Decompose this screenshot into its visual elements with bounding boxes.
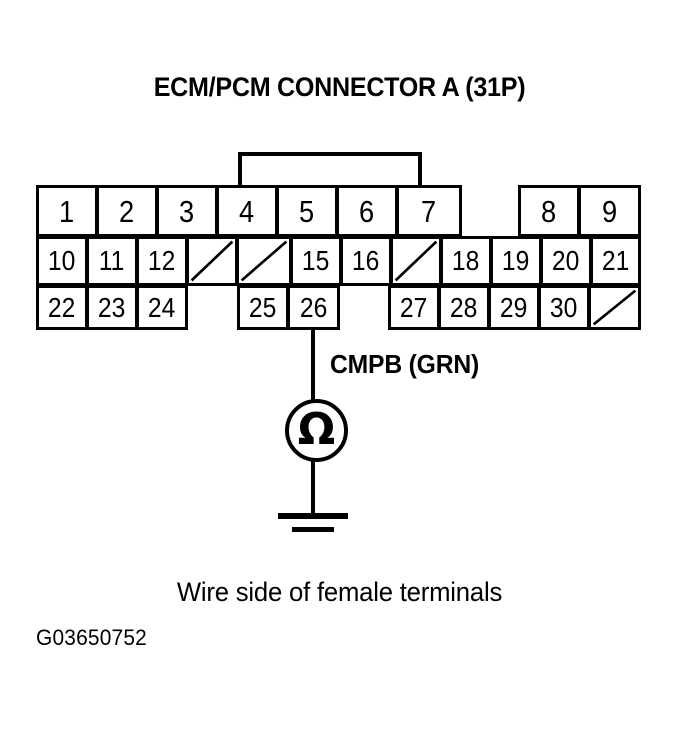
diagram-caption: Wire side of female terminals: [176, 577, 503, 607]
pin-label: 23: [98, 291, 126, 323]
pin-cell-26: 26: [287, 285, 340, 330]
diagram-title: ECM/PCM CONNECTOR A (31P): [153, 72, 526, 102]
pin-label: 20: [552, 245, 580, 276]
figure-reference-code: G03650752: [36, 625, 147, 650]
pin-label: 10: [48, 245, 76, 276]
pin-cell-blank-13: [186, 236, 238, 286]
pin-cell-2: 2: [96, 185, 158, 237]
pin-cell-6: 6: [336, 185, 398, 237]
pin-label: 2: [119, 193, 135, 229]
pin-label: 19: [502, 245, 530, 276]
pin-label: 21: [601, 245, 630, 276]
pin-cell-22: 22: [36, 285, 88, 330]
pin-cell-25: 25: [237, 285, 289, 330]
connector-latch-tab: [238, 152, 422, 188]
blank-slash-icon: [190, 240, 234, 282]
pin-label: 28: [450, 291, 478, 323]
pin-label: 4: [239, 193, 255, 229]
pin-label: 15: [302, 245, 330, 276]
pin-label: 25: [249, 291, 277, 323]
pin-cell-blank-31: [588, 285, 641, 330]
pin-label: 8: [541, 193, 557, 229]
pin-cell-5: 5: [276, 185, 338, 237]
pin-label: 12: [148, 245, 176, 276]
pin-label: 22: [48, 291, 76, 323]
pin-cell-7: 7: [396, 185, 462, 237]
pin-label: 11: [99, 245, 125, 276]
pin-cell-1: 1: [36, 185, 98, 237]
pin-cell-27: 27: [388, 285, 440, 330]
pin-cell-4: 4: [216, 185, 278, 237]
pin-label: 27: [400, 291, 428, 323]
pin-label: 18: [452, 245, 480, 276]
pin-cell-30: 30: [538, 285, 590, 330]
ground-lead-wire: [311, 460, 315, 515]
blank-slash-icon: [394, 240, 438, 282]
pin-cell-3: 3: [156, 185, 218, 237]
connector-pinout: 1 2 3 4 5 6 7 8 9 10 11: [0, 0, 679, 340]
ground-bar-large: [278, 513, 348, 519]
pin-label: 1: [59, 193, 75, 229]
wire-circuit-label: CMPB (GRN): [330, 349, 480, 379]
pin-cell-28: 28: [438, 285, 490, 330]
pin-label: 3: [179, 193, 195, 229]
pin-label: 9: [601, 193, 618, 229]
pin-cell-16: 16: [340, 236, 392, 286]
pin-cell-15: 15: [290, 236, 342, 286]
pin-cell-21: 21: [590, 236, 641, 286]
pin-cell-19: 19: [490, 236, 542, 286]
pin-cell-24: 24: [136, 285, 188, 330]
pin-label: 16: [352, 245, 380, 276]
pin-label: 7: [421, 193, 437, 229]
ohm-icon: Ω: [297, 403, 336, 455]
pin-cell-10: 10: [36, 236, 88, 286]
pin-cell-23: 23: [86, 285, 138, 330]
pin-cell-8: 8: [518, 185, 580, 237]
pin-label: 26: [299, 291, 328, 323]
pin-cell-11: 11: [86, 236, 138, 286]
blank-slash-icon: [592, 289, 637, 326]
pin-cell-12: 12: [136, 236, 188, 286]
pin-label: 29: [500, 291, 528, 323]
pin-cell-18: 18: [440, 236, 492, 286]
pin-label: 6: [359, 193, 375, 229]
ground-bar-small: [292, 527, 334, 532]
pin-label: 5: [299, 193, 315, 229]
pin-cell-29: 29: [488, 285, 540, 330]
pin-cell-20: 20: [540, 236, 592, 286]
blank-slash-icon: [240, 240, 288, 282]
ohmmeter-symbol: Ω: [285, 399, 348, 462]
pin-label: 24: [148, 291, 176, 323]
pin-cell-blank-17: [390, 236, 442, 286]
test-lead-wire: [311, 328, 315, 401]
pin-label: 30: [550, 291, 578, 323]
pin-cell-blank-14: [236, 236, 292, 286]
pin-cell-9: 9: [578, 185, 641, 237]
